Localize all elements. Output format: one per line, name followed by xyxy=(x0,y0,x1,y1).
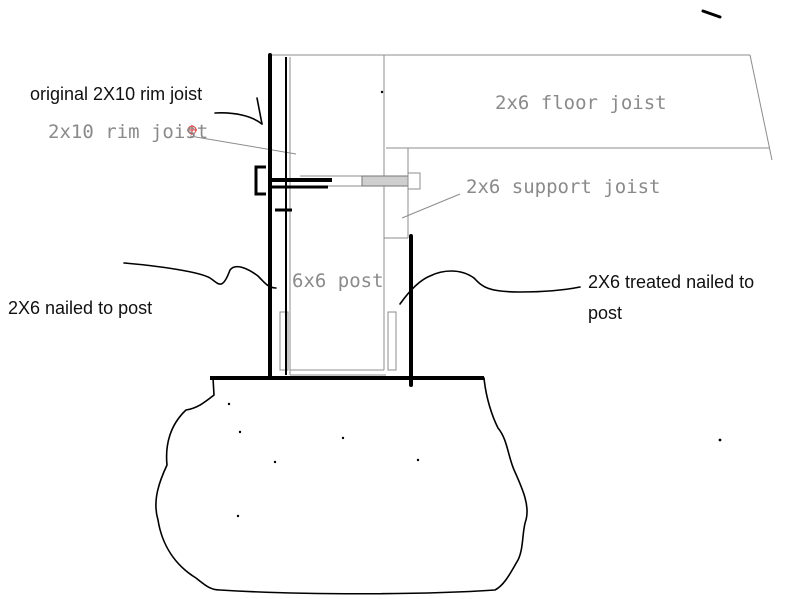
support-joist-leader xyxy=(401,193,461,219)
hand-drawn-ink xyxy=(123,9,722,595)
right-base-cleat xyxy=(387,311,397,371)
right-2x6-leader xyxy=(399,270,581,305)
label-2x10-rim-joist: 2x10 rim joist xyxy=(48,121,208,143)
label-6x6-post: 6x6 post xyxy=(292,270,384,292)
concrete-footing xyxy=(155,377,528,595)
tick-mark xyxy=(701,9,722,19)
bolt-nut xyxy=(407,172,421,190)
label-2x6-treated-line2: post xyxy=(588,303,622,323)
original-rim-arrow xyxy=(214,112,263,125)
label-2x6-treated-line1: 2X6 treated nailed to xyxy=(588,272,754,292)
cad-drawing xyxy=(187,54,773,376)
floor-joist-end xyxy=(749,54,773,161)
bolt-thread xyxy=(361,175,409,187)
label-2x6-support-joist: 2x6 support joist xyxy=(466,176,660,198)
left-base-cleat xyxy=(279,311,289,371)
left-2x6-leader xyxy=(123,262,277,289)
label-original-2x10-rim-joist: original 2X10 rim joist xyxy=(30,84,202,104)
rim-joist-leader xyxy=(189,135,297,155)
label-2x6-nailed-to-post: 2X6 nailed to post xyxy=(8,298,152,318)
bolt-head xyxy=(254,165,266,196)
label-2x6-floor-joist: 2x6 floor joist xyxy=(495,92,667,114)
